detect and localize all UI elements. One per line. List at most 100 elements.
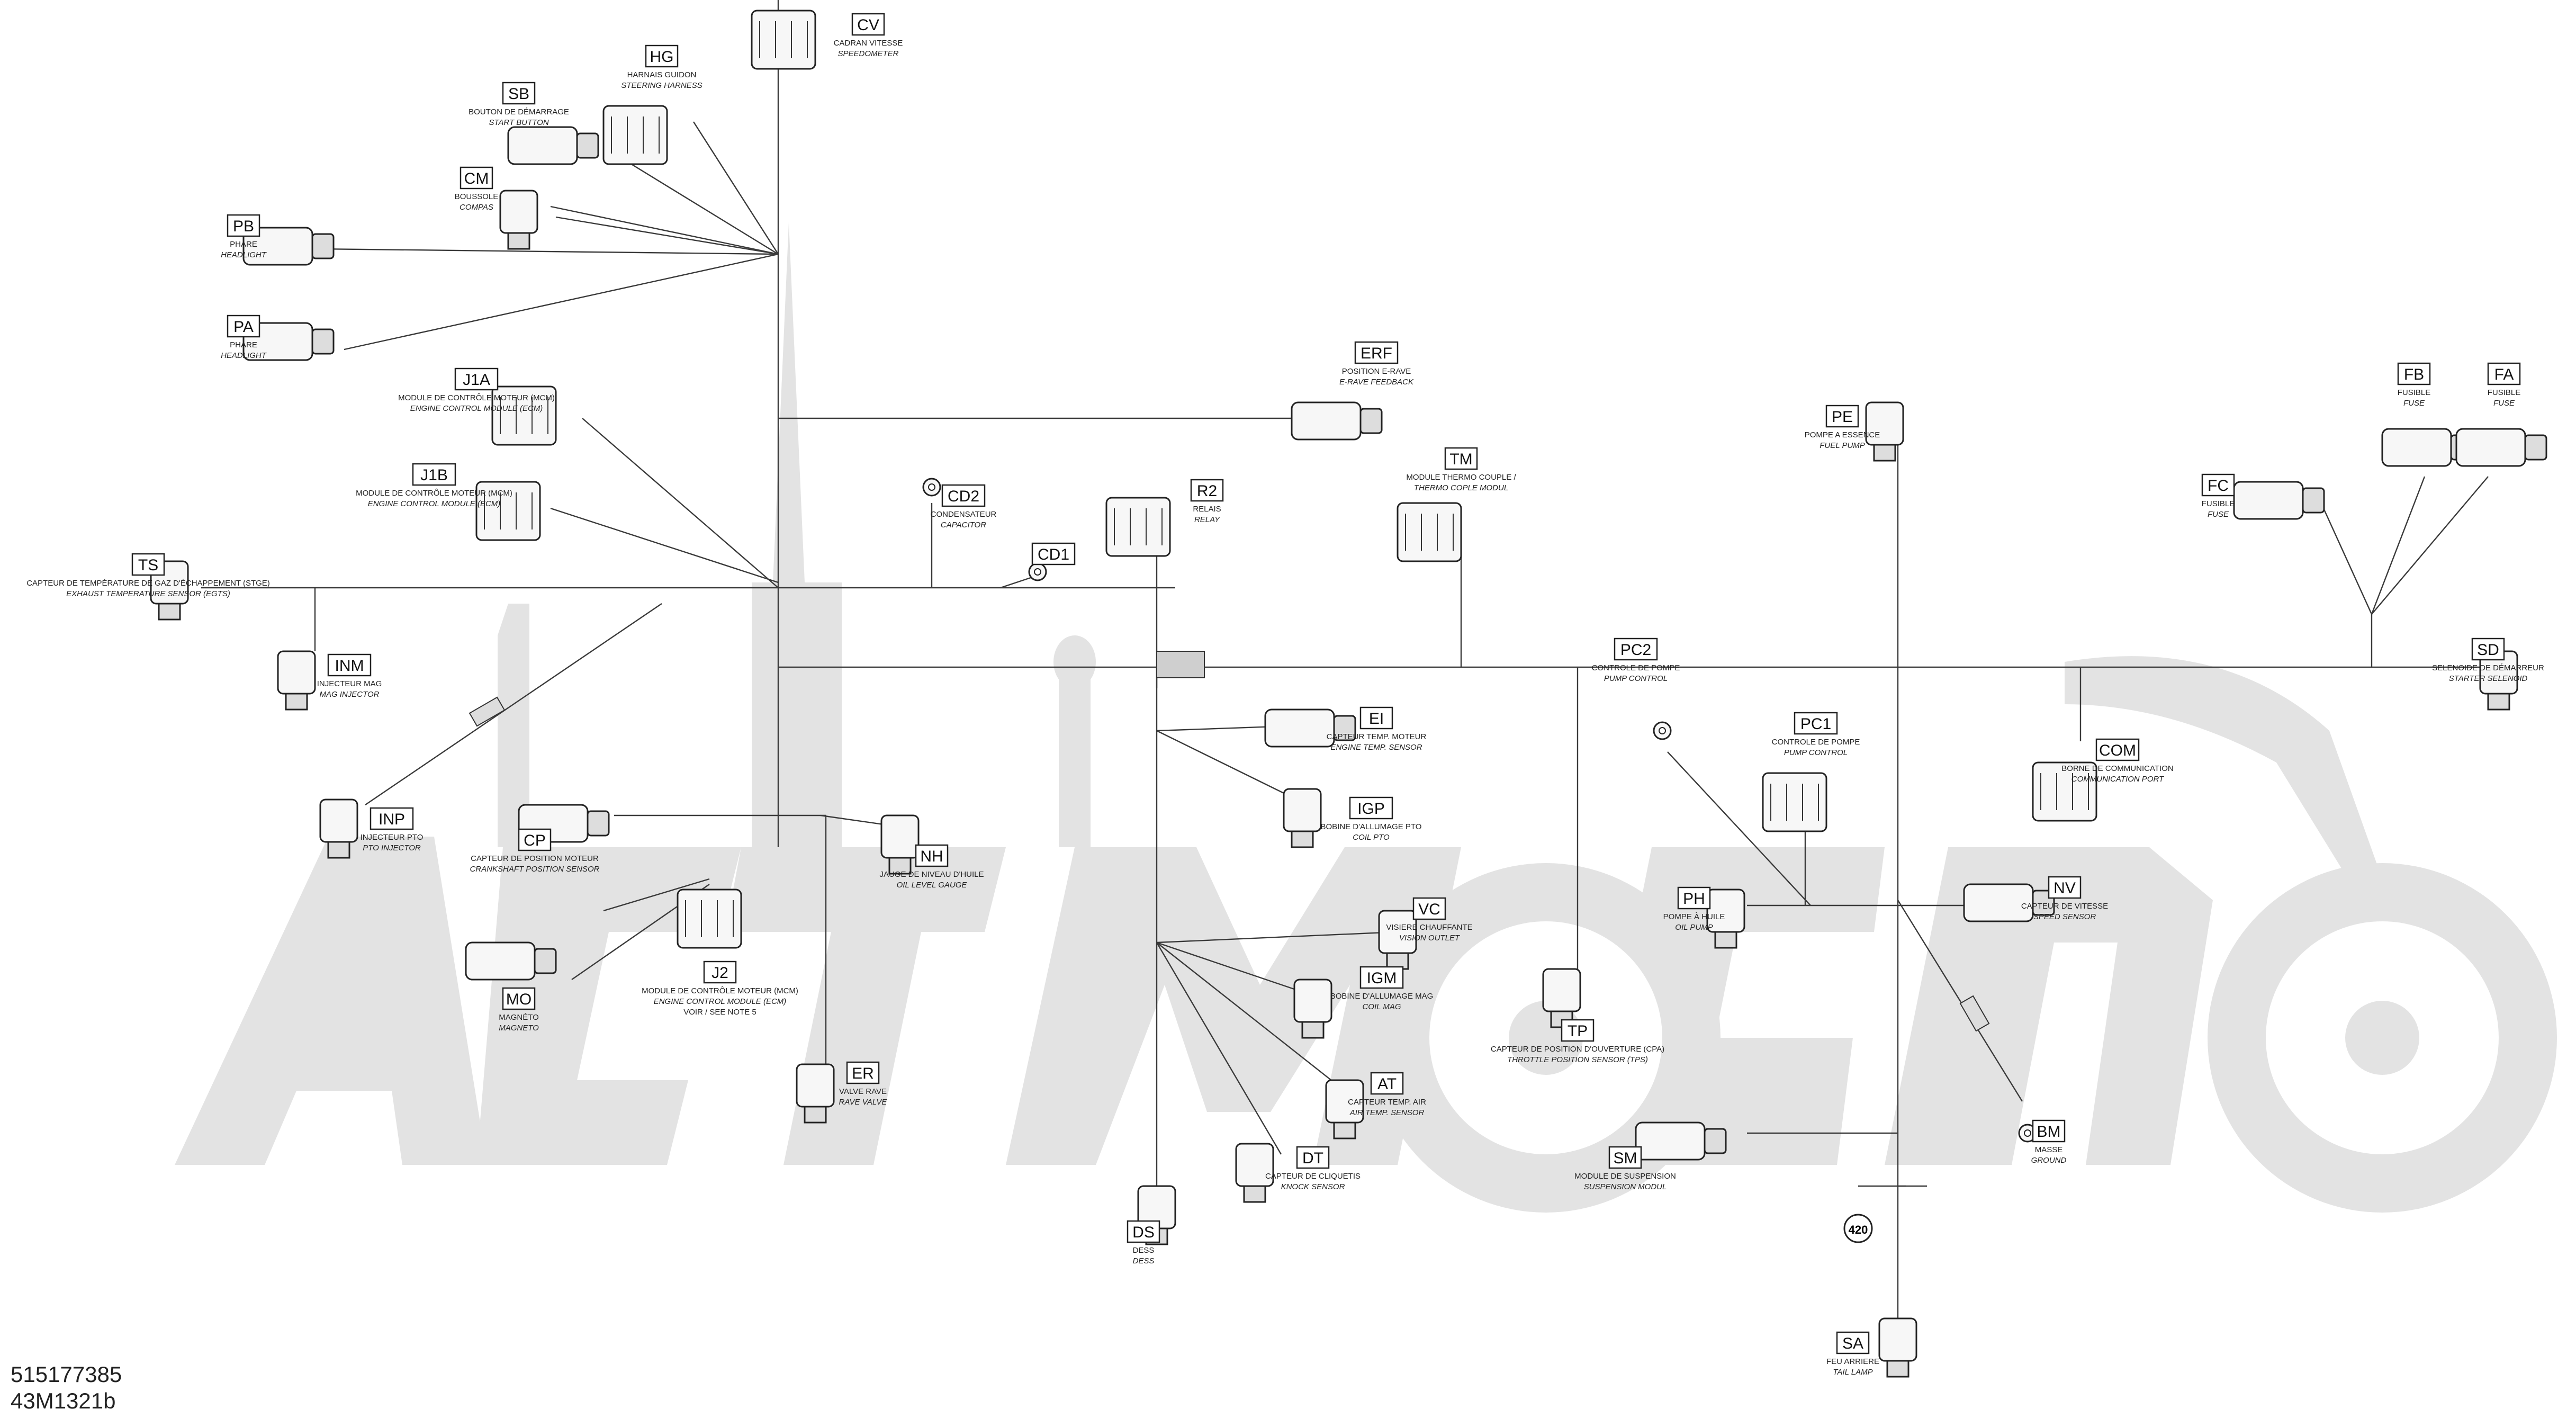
pc2-label-fr: CONTROLE DE POMPE <box>1592 663 1680 672</box>
j2-label-en: ENGINE CONTROL MODULE (ECM) <box>654 997 787 1006</box>
j2-code-box <box>703 961 737 984</box>
ds-label-fr: DESS <box>1133 1246 1155 1255</box>
erf-label-fr: POSITION E-RAVE <box>1342 367 1411 376</box>
igp-code: IGP <box>1357 800 1385 818</box>
er-code-box <box>846 1061 880 1084</box>
cp-label-en: CRANKSHAFT POSITION SENSOR <box>470 865 599 874</box>
vc-connector-body <box>1378 910 1417 954</box>
tm-label-en: THERMO COPLE MODUL <box>1414 483 1508 492</box>
j1b-connector-body <box>475 481 541 541</box>
nv-code-box <box>2048 876 2082 899</box>
cv-label-fr: CADRAN VITESSE <box>834 39 903 48</box>
j1a-connector-body <box>491 385 557 446</box>
sa-label-en: TAIL LAMP <box>1833 1368 1872 1377</box>
inp-connector-body <box>319 798 358 843</box>
pa-label-en: HEADLIGHT <box>221 351 267 360</box>
ts-label-fr: CAPTEUR DE TEMPÉRATURE DE GAZ D'ÉCHAPPEM… <box>26 579 270 588</box>
ei-label-en: ENGINE TEMP. SENSOR <box>1330 743 1422 752</box>
nh-connector-body <box>880 814 920 859</box>
mo-code: MO <box>506 991 532 1008</box>
cp-label-fr: CAPTEUR DE POSITION MOTEUR <box>471 854 599 863</box>
com-label-fr: BORNE DE COMMUNICATION <box>2061 764 2173 773</box>
igm-connector-body <box>1293 979 1332 1023</box>
cm-connector-body <box>499 190 538 234</box>
fc-code: FC <box>2208 477 2229 495</box>
sd-label-fr: SELENOIDE DE DÉMARREUR <box>2432 663 2544 672</box>
fc-code-box <box>2201 473 2235 497</box>
com-code: COM <box>2099 742 2136 759</box>
cv-code: CV <box>857 16 879 34</box>
r2-code: R2 <box>1197 482 1217 500</box>
ts-code-box <box>131 553 165 576</box>
sm-code: SM <box>1614 1150 1637 1167</box>
er-label-en: RAVE VALVE <box>839 1098 888 1107</box>
j1a-label-fr: MODULE DE CONTRÔLE MOTEUR (MCM) <box>398 393 555 402</box>
cv-label-en: SPEEDOMETER <box>837 49 898 58</box>
j1a-code-box <box>454 367 499 391</box>
cm-label-fr: BOUSSOLE <box>455 192 499 201</box>
reference-circle: 420 <box>1843 1214 1873 1243</box>
r2-label-en: RELAY <box>1194 515 1220 524</box>
nv-code: NV <box>2053 879 2076 897</box>
fa-label-en: FUSE <box>2493 399 2515 408</box>
pb-code-box <box>227 214 260 237</box>
j1b-label-fr: MODULE DE CONTRÔLE MOTEUR (MCM) <box>356 489 512 498</box>
vc-label-en: VISION OUTLET <box>1399 934 1461 943</box>
pb-label-en: HEADLIGHT <box>221 250 267 259</box>
inm-code: INM <box>335 657 364 675</box>
ds-code-box <box>1127 1220 1160 1243</box>
ph-code: PH <box>1683 890 1705 908</box>
pc1-label-en: PUMP CONTROL <box>1784 748 1848 757</box>
sa-connector-body <box>1878 1317 1917 1362</box>
cd1-code-box <box>1031 542 1076 566</box>
sb-label-fr: BOUTON DE DÉMARRAGE <box>469 107 569 116</box>
cm-code: CM <box>464 170 489 187</box>
inline-fuse-1 <box>469 696 506 727</box>
cv-code-box <box>851 13 885 36</box>
igp-code-box <box>1349 796 1393 820</box>
sd-code-box <box>2471 638 2505 661</box>
sm-connector-body <box>1635 1121 1706 1161</box>
tp-label-fr: CAPTEUR DE POSITION D'OUVERTURE (CPA) <box>1491 1045 1664 1054</box>
at-code-box <box>1370 1072 1404 1095</box>
erf-code-box <box>1354 341 1399 364</box>
j2-note: VOIR / SEE NOTE 5 <box>683 1008 756 1017</box>
r2-connector-body <box>1105 497 1171 557</box>
com-code-box <box>2095 738 2140 761</box>
dt-code: DT <box>1302 1150 1323 1167</box>
vc-code: VC <box>1418 901 1440 918</box>
erf-connector-body <box>1291 401 1362 441</box>
tp-connector-body <box>1542 968 1581 1012</box>
sb-label-en: START BUTTON <box>489 118 549 127</box>
bm-code-box <box>2032 1119 2066 1143</box>
fa-code: FA <box>2494 366 2514 383</box>
sa-code: SA <box>1842 1335 1863 1352</box>
dt-label-fr: CAPTEUR DE CLIQUETIS <box>1265 1172 1361 1181</box>
sd-label-en: STARTER SELENOID <box>2449 674 2528 683</box>
fc-connector-body <box>2233 481 2304 520</box>
hg-code: HG <box>650 48 674 66</box>
sb-connector-body <box>507 126 578 165</box>
inm-code-box <box>327 653 372 677</box>
nh-label-en: OIL LEVEL GAUGE <box>897 881 968 890</box>
